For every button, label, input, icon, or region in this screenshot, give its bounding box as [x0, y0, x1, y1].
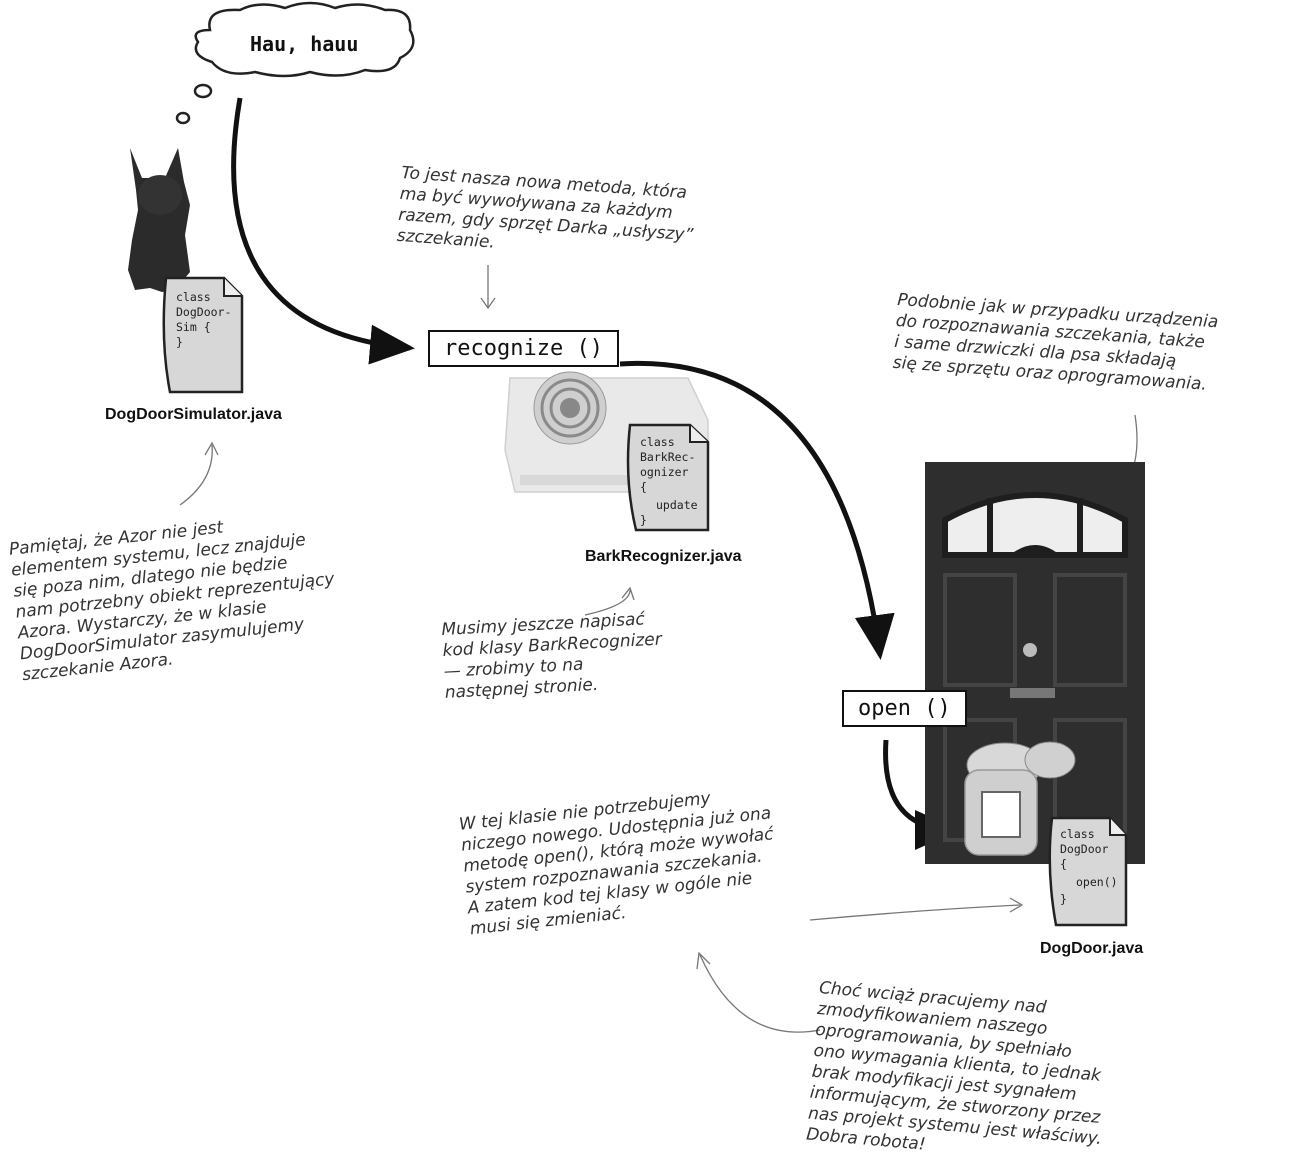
simulator-code-line: } [176, 335, 183, 349]
simulator-code-line: Sim { [176, 320, 211, 334]
dog-image [128, 148, 190, 292]
bark-sound-text: Hau, hauu [250, 32, 358, 56]
bark-file-label: BarkRecognizer.java [585, 548, 742, 566]
dogdoor-code-line: open() [1076, 875, 1118, 889]
bark-code-line: BarkRec- [640, 450, 695, 464]
recognize-method-box: recognize () [428, 330, 619, 367]
thought-bubble [177, 3, 413, 123]
dogdoor-code-line: class [1060, 827, 1095, 841]
pointer-good-job-note [697, 953, 820, 1032]
dogdoor-code-line: { [1060, 857, 1067, 871]
flow-arrow-bubble-to-recognize [234, 98, 410, 348]
dogdoor-code-line: } [1060, 892, 1067, 906]
bark-code-line: update [656, 498, 698, 512]
open-method-box: open () [842, 690, 967, 727]
bark-code-line: ognizer [640, 465, 689, 479]
simulator-code-line: class [176, 290, 211, 304]
pointer-dogdoor-note [810, 898, 1022, 920]
note-bark-todo: Musimy jeszcze napisać kod klasy BarkRec… [441, 609, 664, 704]
bark-code-line: class [640, 435, 675, 449]
bark-code-line: } [640, 513, 647, 527]
dogdoor-code-line: DogDoor [1060, 842, 1109, 856]
bark-code-line: { [640, 480, 647, 494]
dogdoor-file-label: DogDoor.java [1040, 940, 1143, 958]
door-image [925, 462, 1145, 864]
simulator-code-line: DogDoor- [176, 305, 231, 319]
pointer-new-method [481, 265, 495, 308]
simulator-file-label: DogDoorSimulator.java [105, 406, 282, 424]
pointer-azor-note [180, 443, 218, 505]
note-good-job: Choć wciąż pracujemy nad zmodyfikowaniem… [805, 978, 1113, 1171]
